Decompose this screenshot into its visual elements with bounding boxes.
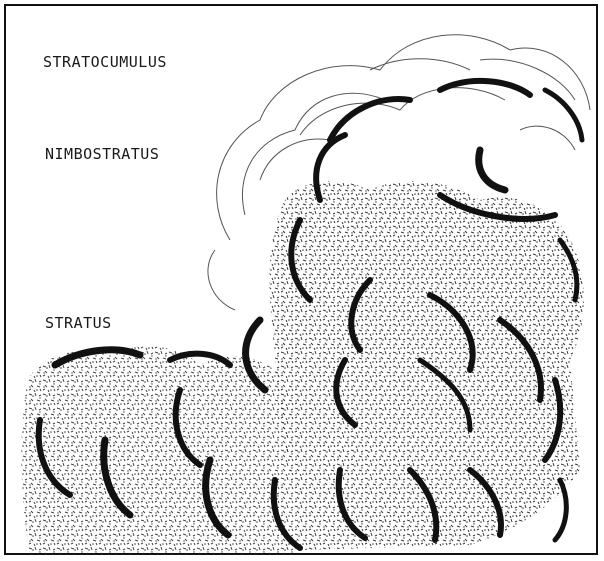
stratus-mass <box>21 346 300 555</box>
label-stratocumulus: STRATOCUMULUS <box>43 53 167 71</box>
label-stratus: STRATUS <box>45 314 112 332</box>
label-nimbostratus: NIMBOSTRATUS <box>45 145 159 163</box>
